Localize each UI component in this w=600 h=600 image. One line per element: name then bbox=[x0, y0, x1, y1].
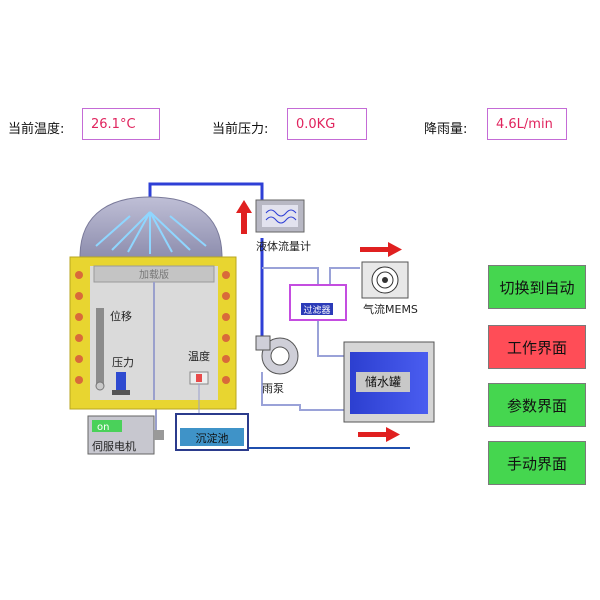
rain-spray-icon bbox=[95, 211, 207, 254]
parameters-screen-button[interactable]: 参数界面 bbox=[488, 383, 586, 427]
airflow-mems-icon bbox=[361, 261, 409, 299]
displacement-sensor-icon bbox=[95, 308, 105, 391]
filter-box bbox=[289, 284, 347, 321]
switch-to-auto-button[interactable]: 切换到自动 bbox=[488, 265, 586, 309]
servo-state: on bbox=[97, 422, 109, 433]
temperature-label: 当前温度: bbox=[8, 122, 65, 137]
pressure-label: 当前压力: bbox=[212, 122, 269, 137]
sediment-label: 沉淀池 bbox=[196, 431, 229, 445]
force-sensor-icon bbox=[112, 372, 130, 395]
pressure-value: 0.0KG bbox=[287, 108, 367, 140]
rain-pump-icon bbox=[255, 335, 299, 375]
temperature-sensor-icon bbox=[189, 371, 209, 385]
flowmeter-icon bbox=[255, 199, 305, 233]
airflow-label: 气流MEMS bbox=[363, 302, 418, 316]
servo-motor-icon bbox=[87, 415, 164, 455]
flowmeter-label: 液体流量计 bbox=[256, 239, 311, 253]
filter-label: 过滤器 bbox=[303, 304, 330, 316]
temperature-value: 26.1°C bbox=[82, 108, 160, 140]
work-screen-button[interactable]: 工作界面 bbox=[488, 325, 586, 369]
manual-screen-button[interactable]: 手动界面 bbox=[488, 441, 586, 485]
flow-up-arrow-icon bbox=[236, 200, 252, 234]
tank-label: 储水罐 bbox=[365, 374, 401, 389]
loading-plate-label: 加载版 bbox=[139, 268, 169, 281]
chamber-heater-icons bbox=[75, 271, 230, 384]
airflow-out-arrow-icon bbox=[360, 242, 402, 257]
temperature-sensor-label: 温度 bbox=[188, 349, 210, 363]
force-label: 压力 bbox=[112, 356, 134, 369]
drain-out-arrow-icon bbox=[358, 427, 400, 442]
displacement-label: 位移 bbox=[110, 309, 132, 323]
servo-label: 伺服电机 bbox=[92, 439, 136, 453]
pump-label: 雨泵 bbox=[262, 382, 284, 395]
rainfall-value: 4.6L/min bbox=[487, 108, 567, 140]
rainfall-label: 降雨量: bbox=[424, 122, 468, 137]
